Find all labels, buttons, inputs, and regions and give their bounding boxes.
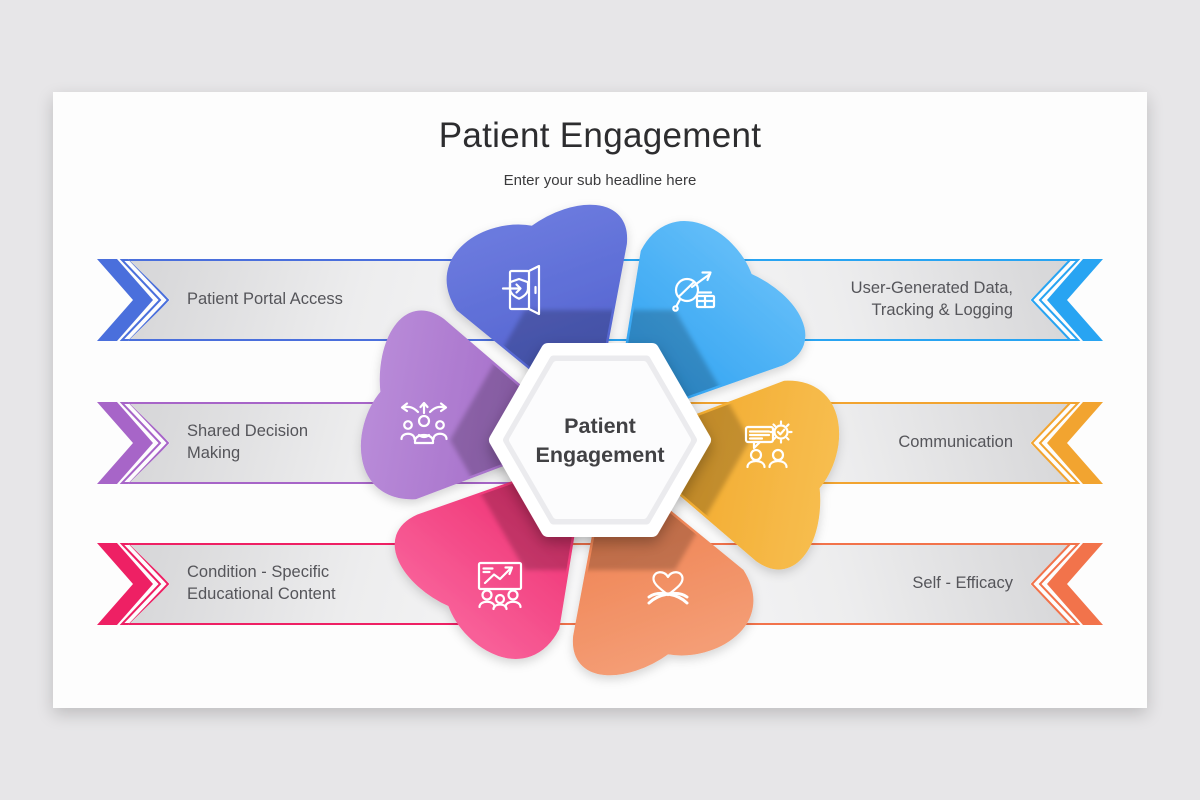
banner-user-generated-data: User-Generated Data, Tracking & Logging — [560, 259, 1072, 341]
center-label-line1: Patient — [564, 414, 636, 438]
slide-subtitle: Enter your sub headline here — [503, 172, 697, 189]
data-tracking-icon — [672, 271, 716, 312]
right-arrow-icon — [1030, 259, 1103, 341]
engagement-wheel — [347, 202, 853, 678]
self-efficacy-icon — [647, 571, 689, 605]
banner-label: Communication — [898, 433, 1013, 452]
center-label-line2: Engagement — [535, 443, 665, 467]
communication-icon — [744, 420, 793, 469]
center-label: Patient Engagement — [500, 412, 700, 470]
right-arrow-icon — [1030, 543, 1103, 625]
educational-content-icon — [477, 561, 523, 611]
banner-label: Shared Decision Making — [187, 422, 309, 462]
shared-decision-icon — [400, 401, 448, 445]
banner-label: User-Generated Data, Tracking & Logging — [850, 279, 1013, 319]
right-arrow-icon — [1030, 402, 1103, 484]
center-hexagon — [489, 343, 711, 537]
banner-label: Condition - Specific Educational Content — [187, 563, 336, 603]
door-portal-icon — [501, 264, 541, 316]
banner-label: Self - Efficacy — [912, 574, 1013, 593]
banner-label: Patient Portal Access — [187, 290, 343, 309]
slide: Patient Engagement Enter your sub headli… — [53, 92, 1147, 708]
slide-title: Patient Engagement — [438, 116, 762, 155]
